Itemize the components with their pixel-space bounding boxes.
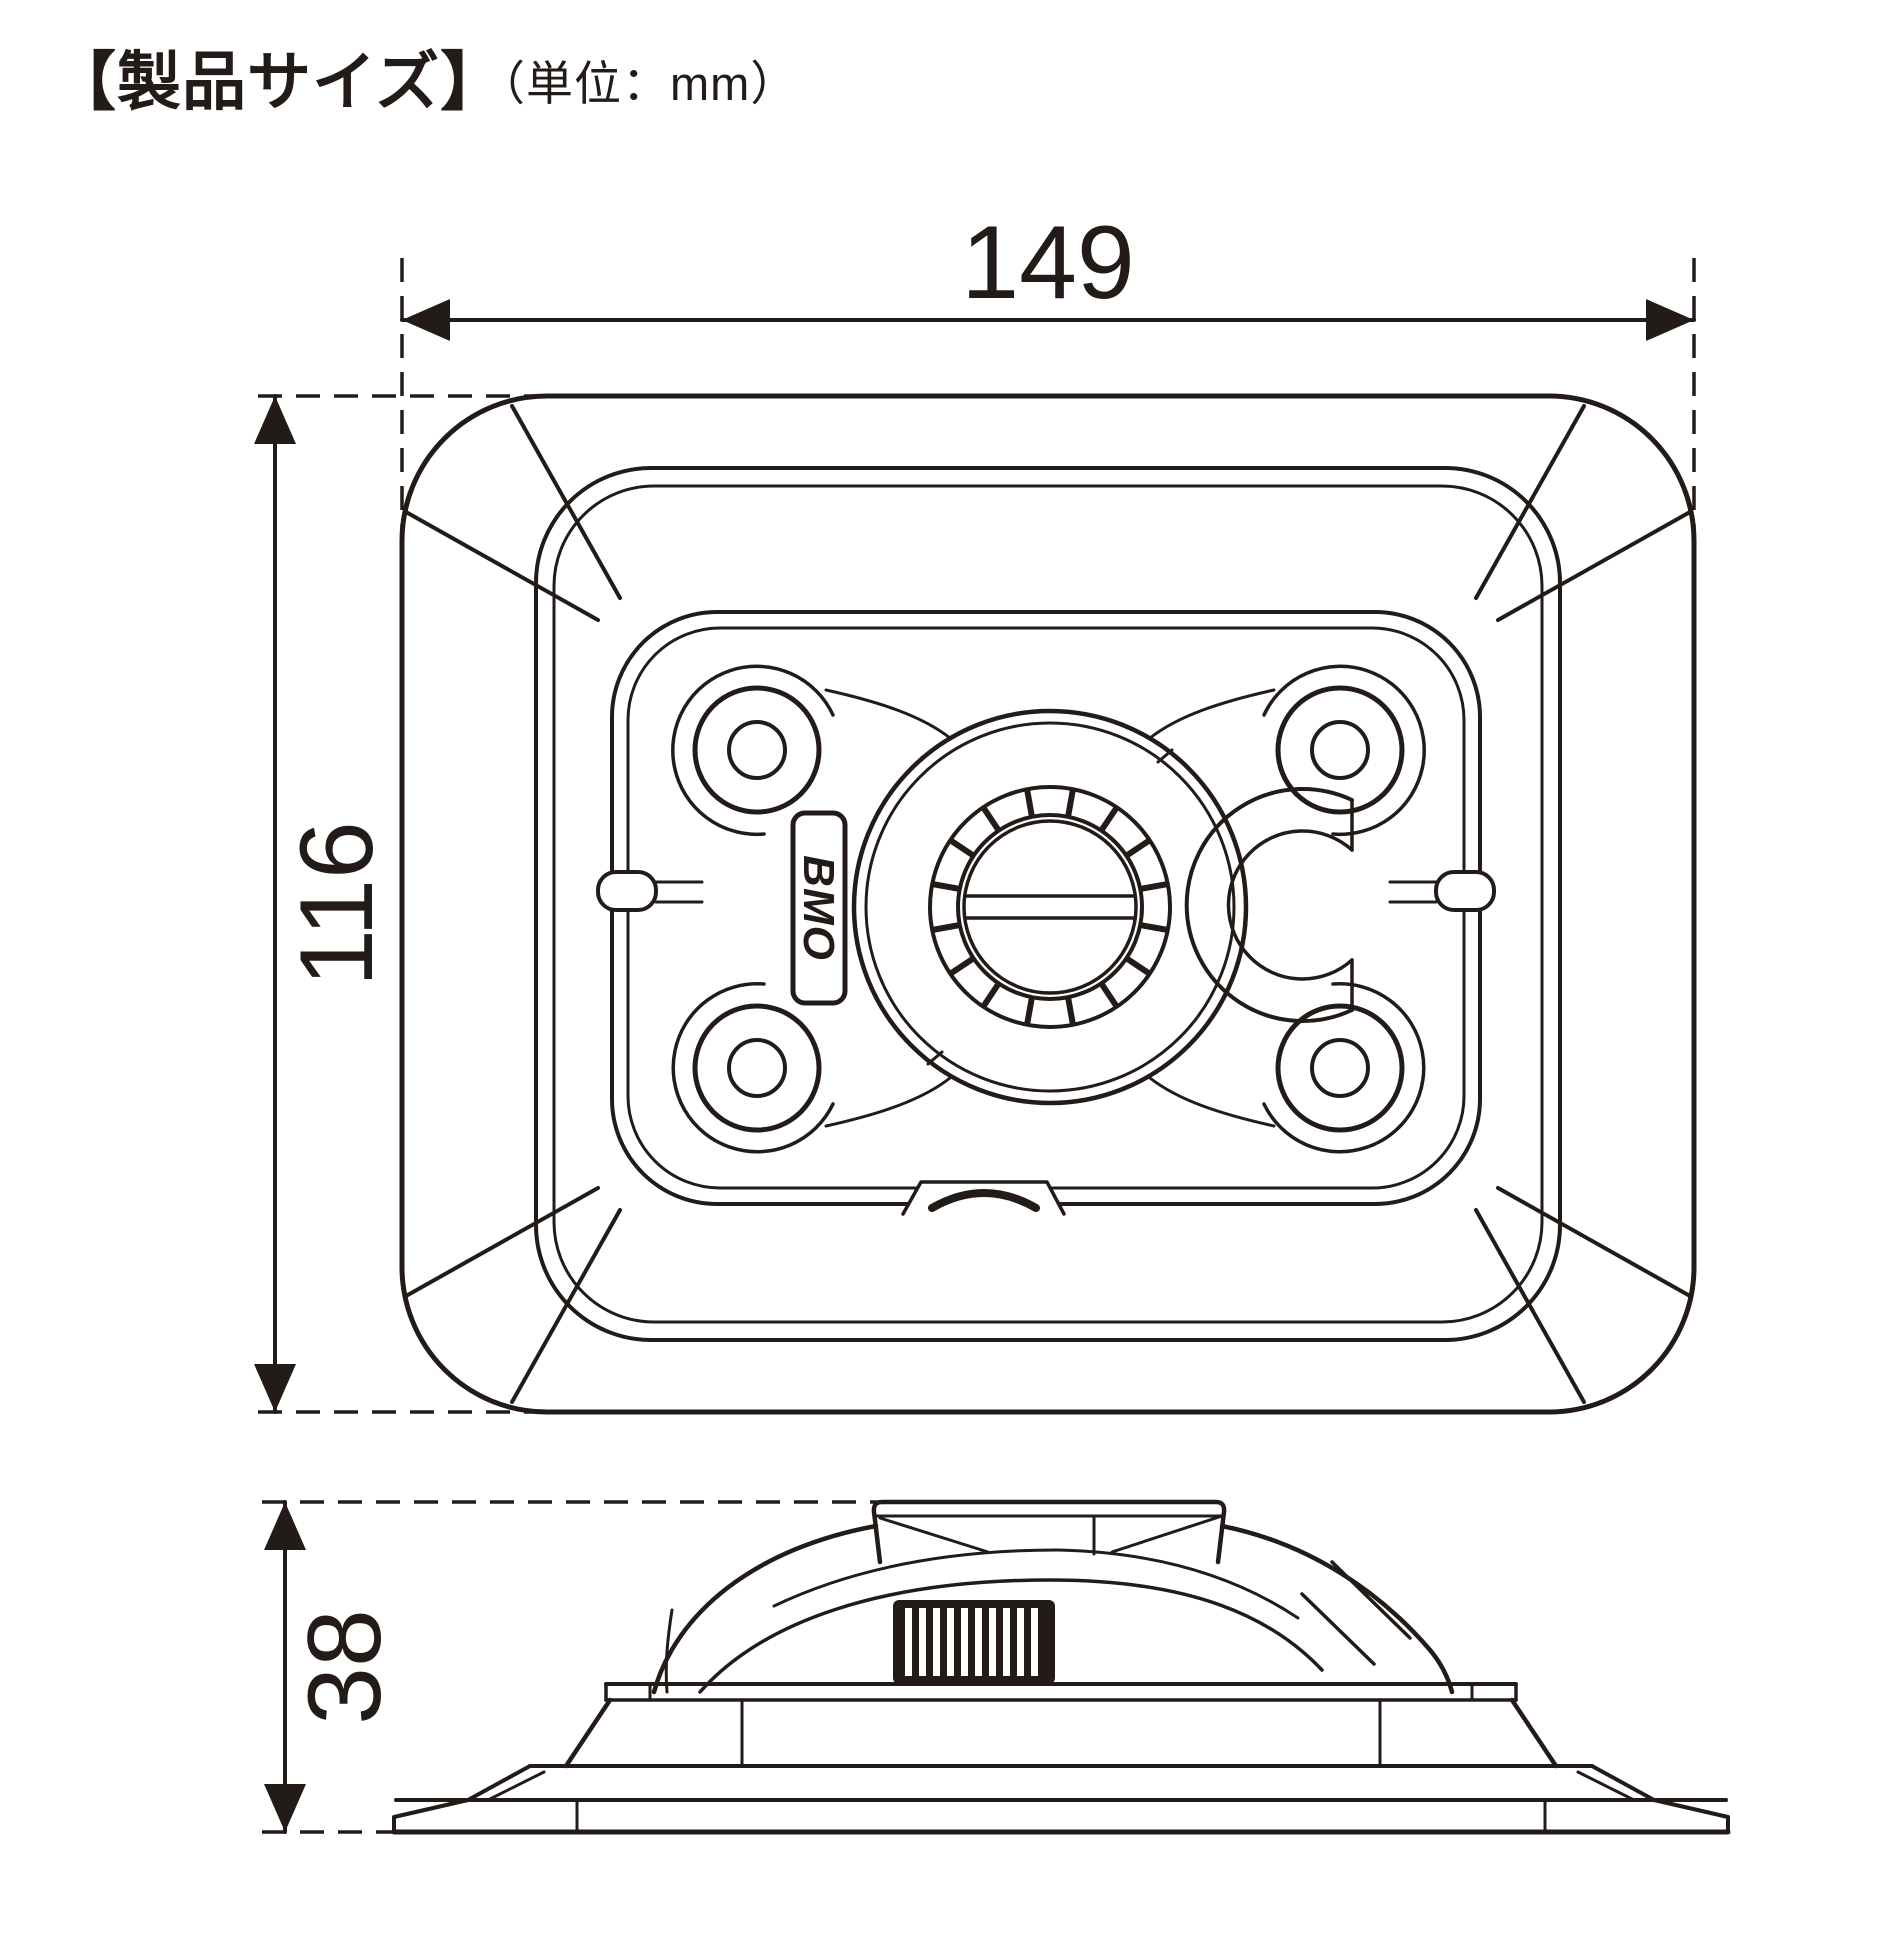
hub-ring: [928, 785, 1172, 1029]
dim-width: 149: [400, 205, 1696, 341]
arrowhead-up-icon: [254, 396, 296, 444]
arrowhead-right-icon: [1646, 299, 1694, 341]
hub-boss: [851, 708, 1249, 1106]
dim-depth-value: 38: [287, 1609, 403, 1725]
top-view: BMO: [399, 393, 1697, 1415]
suction-cup: [692, 685, 822, 815]
ribbed-dial: [893, 1600, 1055, 1684]
cup-pockets: [671, 664, 1426, 1154]
suction-cup: [1275, 1003, 1405, 1133]
base-pad: [391, 1764, 1731, 1835]
dimensions: 149 116 38: [254, 205, 1696, 1834]
latch-tabs: [596, 870, 1496, 912]
suction-cup: [692, 1003, 822, 1133]
dim-width-value: 149: [961, 205, 1135, 321]
suction-cup: [1275, 685, 1405, 815]
side-view: [391, 1499, 1731, 1835]
unit-note: （単位：mm）: [478, 57, 798, 110]
dim-height-value: 116: [279, 821, 395, 987]
arrowhead-left-icon: [402, 299, 450, 341]
skirt: [563, 1697, 1559, 1769]
u-clip: [1184, 787, 1354, 1023]
ring-ticks: [931, 788, 1169, 1026]
logo-tag: BMO: [790, 810, 848, 1006]
corner-facets: [404, 404, 1692, 1404]
suction-cups: [692, 685, 1405, 1133]
plate-contours: [824, 688, 1276, 1128]
side-knob: [871, 1499, 1227, 1565]
header: 【製品サイズ】 （単位：mm）: [52, 46, 798, 118]
dim-depth: 38: [264, 1500, 403, 1834]
arrowhead-up-icon: [264, 1502, 306, 1550]
collar-band: [604, 1682, 1518, 1702]
logo-text: BMO: [794, 855, 843, 961]
arrowhead-down-icon: [264, 1784, 306, 1832]
page-title: 【製品サイズ】: [52, 46, 505, 118]
side-dome: [651, 1523, 1455, 1695]
bottom-notch: [901, 1180, 1066, 1216]
dim-height: 116: [254, 394, 395, 1414]
arrowhead-down-icon: [254, 1364, 296, 1412]
top-view-outer-body: [399, 393, 1697, 1415]
